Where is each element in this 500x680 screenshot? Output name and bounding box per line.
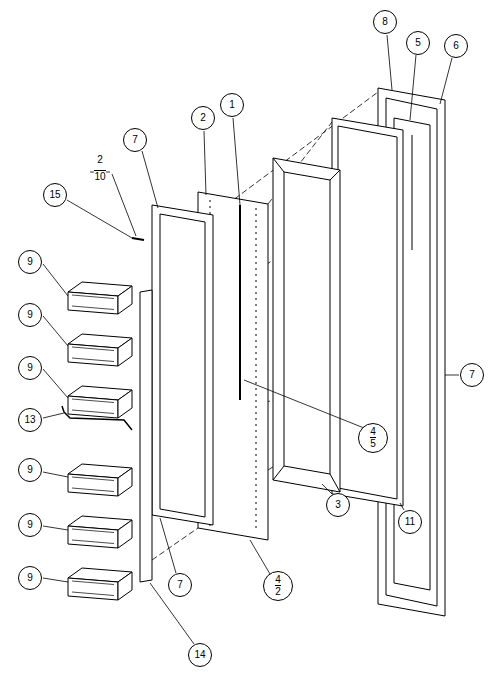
callout-number: 4 xyxy=(275,575,281,585)
callout-number: 7 xyxy=(469,370,475,380)
callout-number: 4 xyxy=(370,427,376,437)
callout-number: 7 xyxy=(177,580,183,590)
callout-number: 5 xyxy=(415,38,421,48)
callout-number: 9 xyxy=(27,310,33,320)
callout-circle: 1 xyxy=(220,93,244,117)
callout-number: 2 xyxy=(275,585,281,597)
callout-circle: 9 xyxy=(18,513,42,537)
callout-circle: 9 xyxy=(18,356,42,380)
callout-circle: 45 xyxy=(358,423,388,453)
callout-circle: 2 xyxy=(191,106,215,130)
callout-circle: 15 xyxy=(43,183,67,207)
callout-number: 9 xyxy=(27,257,33,267)
callout-number: 14 xyxy=(194,650,205,660)
callout-circle: 3 xyxy=(326,493,350,517)
callout-number: 2 xyxy=(200,113,206,123)
callout-circle: 9 xyxy=(18,303,42,327)
callout-number: 13 xyxy=(24,415,35,425)
callout-number: 8 xyxy=(382,17,388,27)
callout-number: 2 xyxy=(97,155,103,165)
callout-circle: 8 xyxy=(373,10,397,34)
callout-number: 10 xyxy=(94,170,105,182)
callout-circle: 7 xyxy=(168,573,192,597)
callout-number: 9 xyxy=(27,520,33,530)
callout-number: 3 xyxy=(335,500,341,510)
callout-circle: 11 xyxy=(398,510,422,534)
callout-circle: 9 xyxy=(18,458,42,482)
callout-circle: 9 xyxy=(18,250,42,274)
callout-circle: 9 xyxy=(18,566,42,590)
callout-circle: 14 xyxy=(188,643,212,667)
callout-number: 9 xyxy=(27,465,33,475)
callout-circle: 6 xyxy=(444,34,468,58)
callout-number: 6 xyxy=(453,41,459,51)
callout-number: 11 xyxy=(405,517,415,527)
callout-number: 1 xyxy=(229,100,235,110)
callout-circle: 7 xyxy=(460,363,484,387)
callout-number: 9 xyxy=(27,573,33,583)
callout-circle: 7 xyxy=(123,128,147,152)
callout-number: 9 xyxy=(27,363,33,373)
callout-number: 5 xyxy=(370,437,376,449)
callout-number: 15 xyxy=(49,190,60,200)
callout-circle: 5 xyxy=(406,31,430,55)
callout-circle: 13 xyxy=(18,408,42,432)
callout-circle: 42 xyxy=(263,571,293,601)
callout-number: 7 xyxy=(132,135,138,145)
